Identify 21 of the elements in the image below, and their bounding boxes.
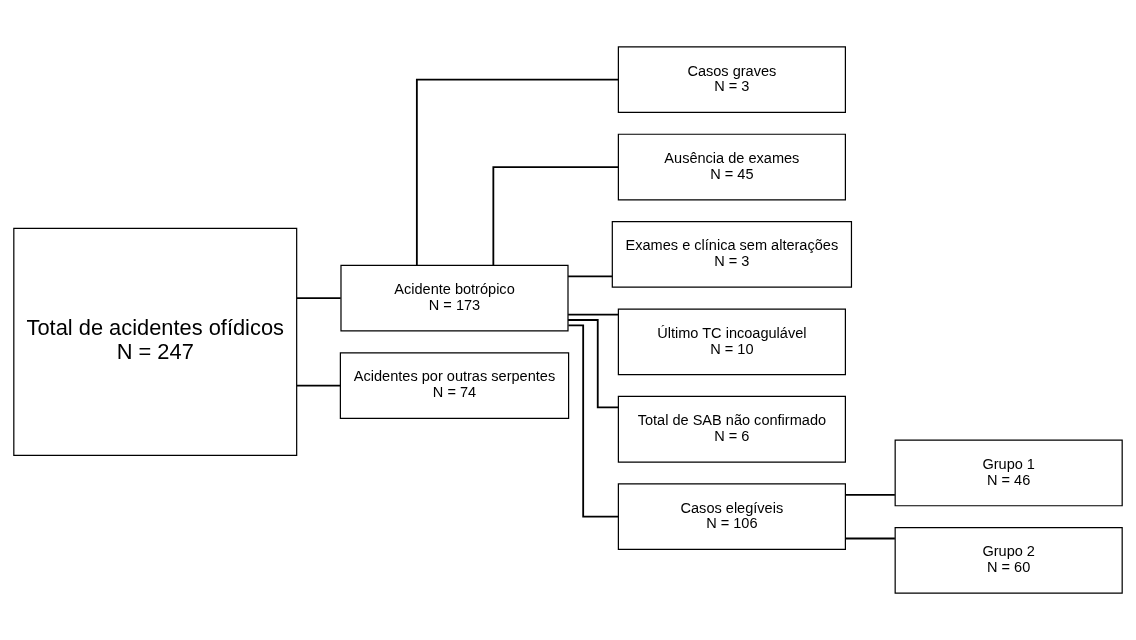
node-box: Total de SAB não confirmado N = 6 [617,395,846,463]
connector [844,537,896,540]
connector [296,297,342,300]
connector [296,384,342,387]
node-box: Acidente botrópico N = 173 [340,264,569,332]
node-box: Grupo 2 N = 60 [894,527,1123,594]
connector [415,78,620,266]
connector [567,313,619,316]
connector [567,319,619,409]
connector [844,493,896,496]
node-box: Ausência de exames N = 45 [617,133,846,201]
node-box: Grupo 1 N = 46 [894,439,1123,507]
node-box: Último TC incoagulável N = 10 [617,308,846,376]
connector [492,166,620,266]
node-box: Acidentes por outras serpentes N = 74 [339,352,570,419]
node-box: Casos elegíveis N = 106 [617,483,846,551]
node-box: Exames e clínica sem alterações N = 3 [611,221,853,288]
node-box: Casos graves N = 3 [617,46,846,113]
connector [567,275,614,278]
node-box: Total de acidentes ofídicos N = 247 [13,227,298,456]
connector [567,324,619,518]
